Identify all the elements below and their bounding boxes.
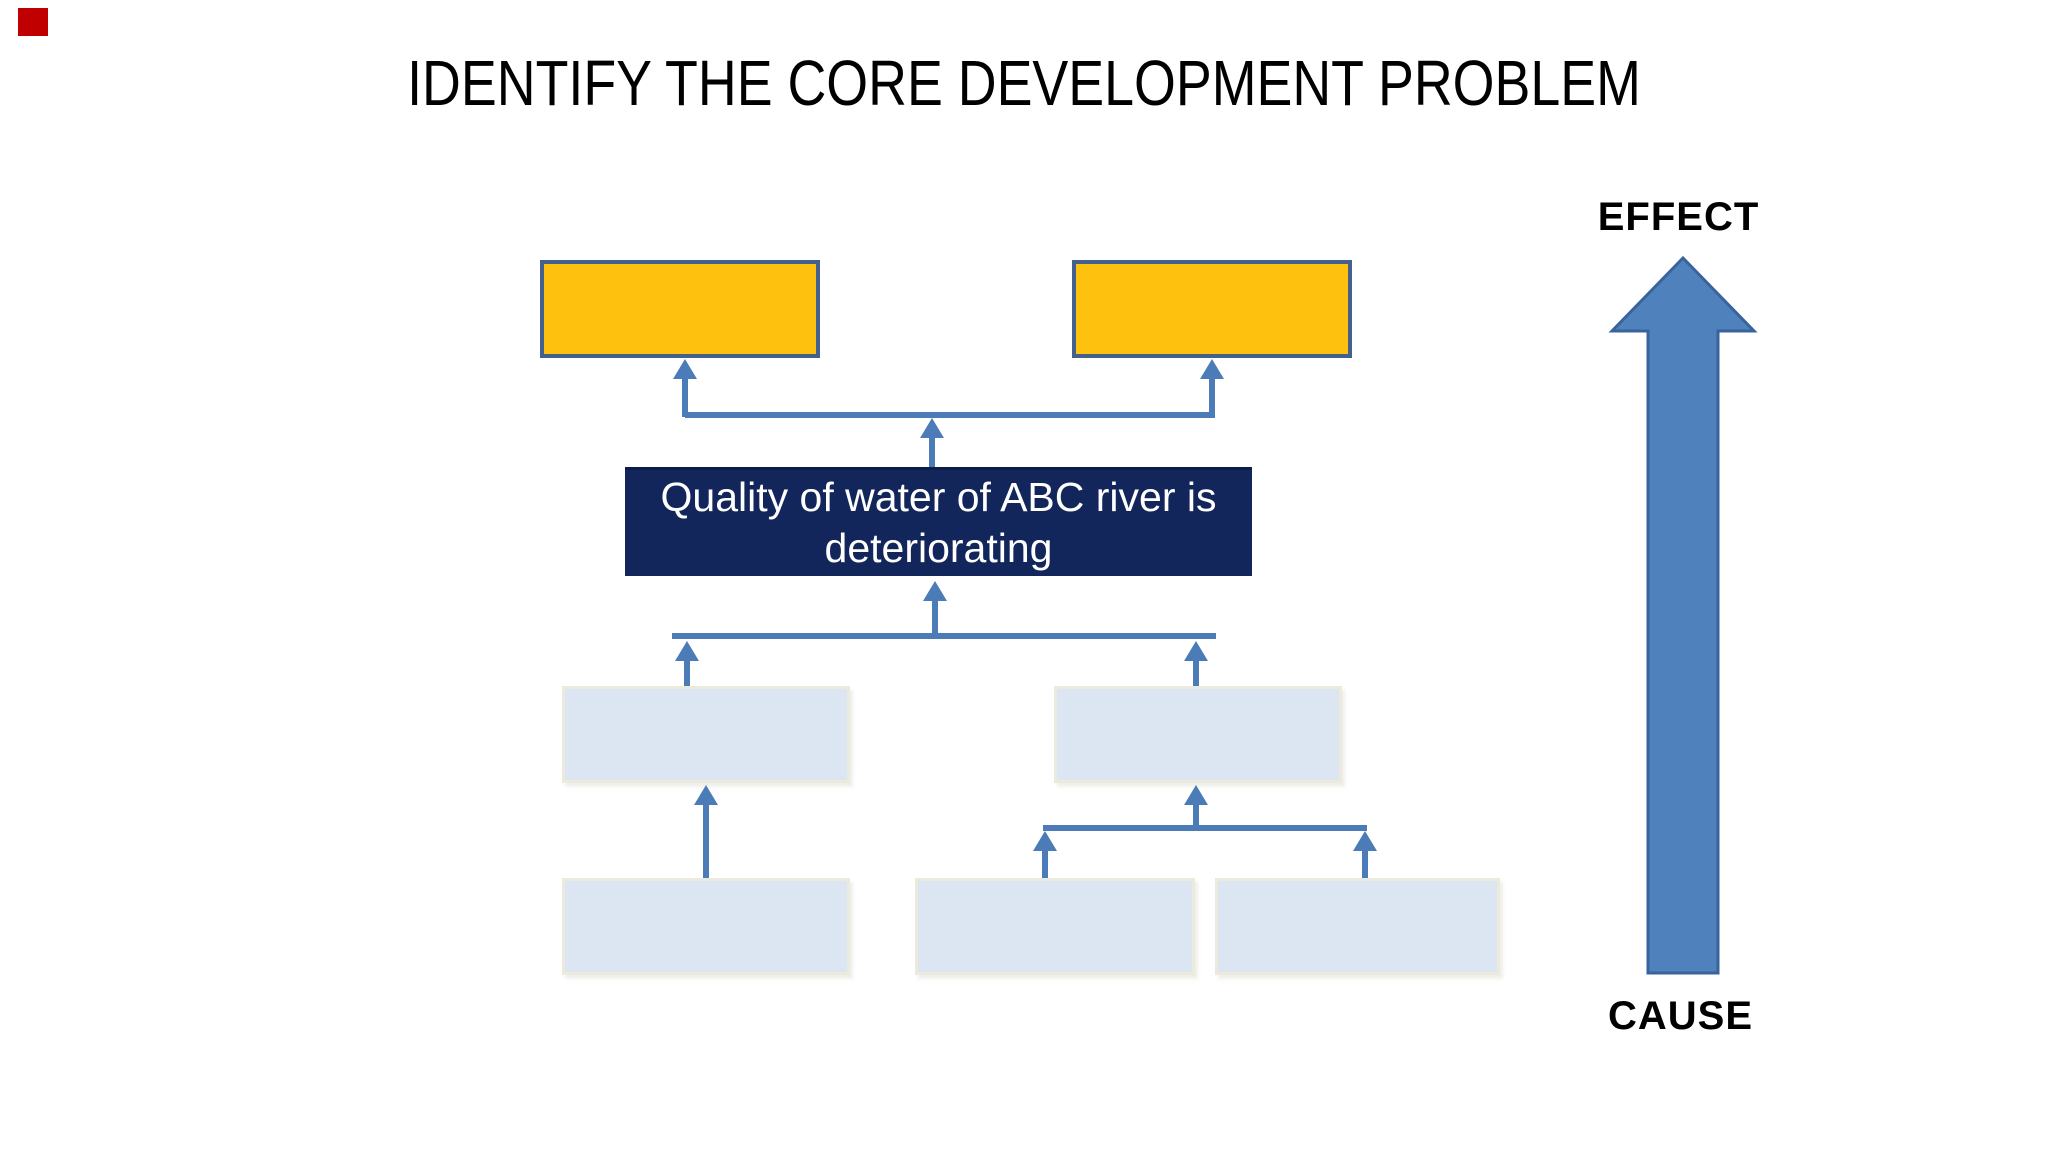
arrowhead-up-icon (923, 581, 947, 601)
arrow-cause2-to-bracket (1184, 641, 1208, 686)
arrow-cause1-to-bracket (675, 641, 699, 686)
cause-box-3 (562, 878, 850, 975)
cause-box-1 (562, 686, 850, 783)
up-arrow-shape (1608, 255, 1758, 975)
arrow-cause5-to-lowbracket (1353, 831, 1377, 878)
cause-box-4 (915, 878, 1195, 975)
effect-to-cause-arrow (1608, 255, 1758, 975)
arrowhead-up-icon (1033, 831, 1057, 851)
effect-bracket-line (685, 412, 1215, 418)
arrow-cause3-to-cause1 (694, 785, 718, 878)
arrow-to-effect-box-1 (673, 359, 697, 417)
arrow-to-effect-box-2 (1200, 359, 1224, 417)
cause-bracket-line (672, 633, 1216, 639)
arrowhead-up-icon (1353, 831, 1377, 851)
arrow-lowbracket-to-cause2 (1184, 785, 1208, 828)
arrowhead-up-icon (1200, 359, 1224, 379)
cause-box-5 (1215, 878, 1500, 975)
arrowhead-up-icon (694, 785, 718, 805)
effect-box-1 (540, 260, 820, 358)
core-problem-box: Quality of water of ABC river is deterio… (625, 467, 1252, 576)
arrow-bracket-to-core (923, 581, 947, 639)
arrowhead-up-icon (1184, 641, 1208, 661)
lower-cause-bracket-line (1043, 825, 1367, 831)
cause-box-2 (1054, 686, 1342, 783)
slide-title: IDENTIFY THE CORE DEVELOPMENT PROBLEM (407, 47, 1641, 119)
cause-label: CAUSE (1607, 994, 1754, 1038)
effect-box-2 (1072, 260, 1352, 358)
arrowhead-up-icon (675, 641, 699, 661)
arrow-core-to-effect-bracket (920, 418, 944, 467)
arrow-cause4-to-lowbracket (1033, 831, 1057, 878)
arrowhead-up-icon (673, 359, 697, 379)
arrowhead-up-icon (1184, 785, 1208, 805)
click-marker (18, 8, 48, 36)
arrowhead-up-icon (920, 418, 944, 438)
effect-label: EFFECT (1597, 195, 1760, 239)
